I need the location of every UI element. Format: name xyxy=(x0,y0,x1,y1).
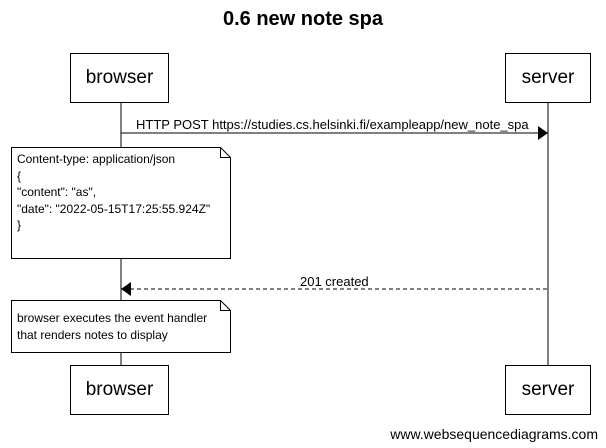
note-request-body-fold xyxy=(220,147,231,158)
note-request-body: Content-type: application/json { "conten… xyxy=(12,151,220,251)
post-request-arrowhead xyxy=(538,126,548,140)
post-request-label: HTTP POST https://studies.cs.helsinki.fi… xyxy=(136,117,529,132)
participant-browser-bottom: browser xyxy=(70,365,169,415)
note-request-body-line: { xyxy=(17,168,22,183)
note-event-handler-line: that renders notes to display xyxy=(17,327,168,342)
participant-server-bottom: server xyxy=(505,365,591,415)
note-request-body-line: } xyxy=(17,218,22,232)
note-event-handler-fold xyxy=(220,300,231,311)
watermark-link[interactable]: www.websequencediagrams.com xyxy=(390,426,598,442)
participant-server-top: server xyxy=(505,53,591,103)
note-event-handler: browser executes the event handler that … xyxy=(12,310,220,350)
diagram-title: 0.6 new note spa xyxy=(222,8,384,30)
note-request-body-line: Content-type: application/json xyxy=(17,152,176,166)
participant-browser-top: browser xyxy=(70,53,169,103)
note-request-body-line: "date": "2022-05-15T17:25:55.924Z" xyxy=(17,201,211,216)
participant-browser-label: browser xyxy=(85,379,154,400)
created-response-label: 201 created xyxy=(300,274,369,289)
created-response-arrowhead xyxy=(121,282,131,296)
note-event-handler-line: browser executes the event handler xyxy=(17,311,208,325)
participant-server-label: server xyxy=(521,379,575,400)
participant-server-label: server xyxy=(521,67,575,88)
participant-browser-label: browser xyxy=(85,67,154,88)
note-request-body-line: "content": "as", xyxy=(17,185,97,199)
note-request-body-outline xyxy=(11,147,231,259)
note-event-handler-outline xyxy=(11,300,231,353)
